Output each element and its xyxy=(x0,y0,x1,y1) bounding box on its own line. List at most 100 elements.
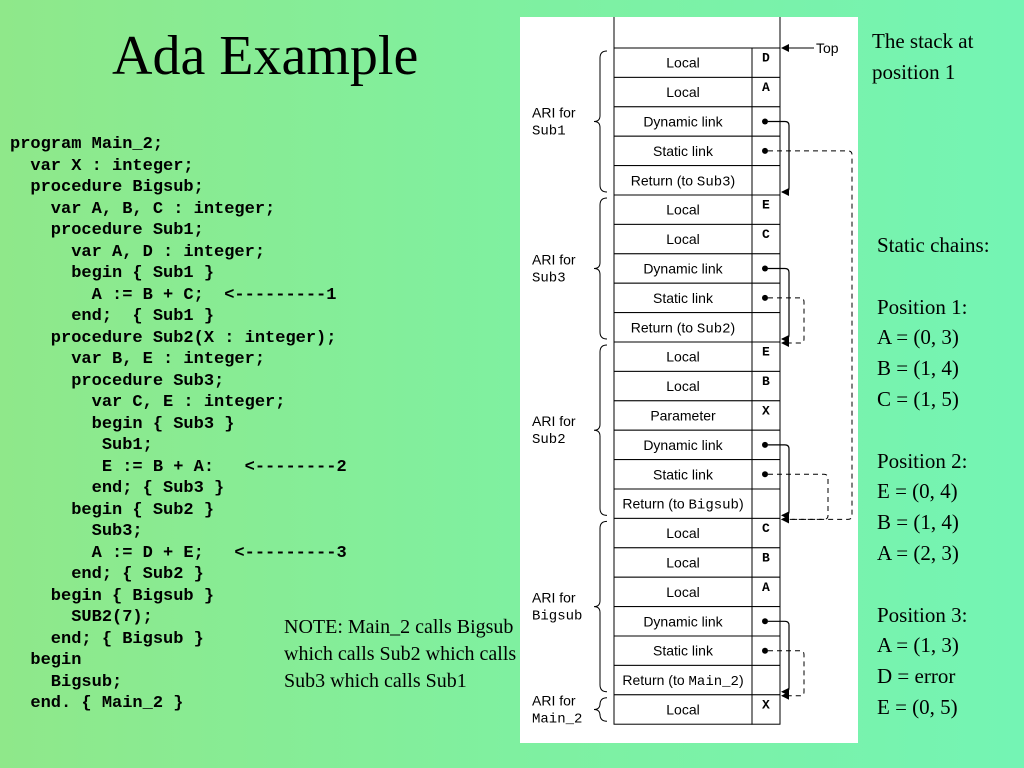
code-line: procedure Sub3; xyxy=(10,371,225,391)
dynamic-link-arrow xyxy=(768,120,790,196)
stack-cell xyxy=(613,282,753,314)
cell-label-proc: Sub2 xyxy=(697,321,731,337)
cell-label: Dynamic link xyxy=(643,437,723,453)
chain-spacer xyxy=(877,569,1017,600)
code-line: begin { Sub3 } xyxy=(10,414,235,434)
cell-var-name: B xyxy=(762,374,770,389)
cell-label-proc: Bigsub xyxy=(689,498,739,514)
ari-proc-name: Main_2 xyxy=(532,712,582,728)
stack-cell xyxy=(613,165,753,196)
ari-brace xyxy=(593,697,608,722)
code-line: Sub3; xyxy=(10,522,143,541)
cell-label-end: ) xyxy=(731,172,736,188)
cell-label: Return (to Sub3) xyxy=(631,172,735,190)
stack-cell-name-slot xyxy=(751,341,781,372)
stack-cell xyxy=(613,664,753,696)
cell-label: Local xyxy=(666,349,699,365)
cell-label: Local xyxy=(666,84,699,100)
cell-label: Return (to Bigsub) xyxy=(622,496,743,514)
slide-title: Ada Example xyxy=(112,25,419,87)
code-line: end; { Sub3 } xyxy=(10,479,225,498)
cell-label: Local xyxy=(666,231,699,247)
ari-brace xyxy=(593,344,608,516)
ari-label: ARI for xyxy=(532,105,576,121)
code-line: var A, D : integer; xyxy=(10,242,266,262)
dynamic-link-arrow xyxy=(768,620,790,696)
code-line: var A, B, C : integer; xyxy=(10,199,276,219)
cell-label: Local xyxy=(666,55,699,71)
cell-var-name: E xyxy=(762,198,770,213)
chain-line: Static chains: xyxy=(877,233,990,257)
cell-label: Dynamic link xyxy=(643,261,723,277)
code-line: procedure Sub2(X : integer); xyxy=(10,328,337,348)
code-line: A := B + C; <---------1 xyxy=(10,285,337,305)
chain-line: E = (0, 4) xyxy=(877,479,958,504)
code-line: SUB2(7); xyxy=(10,608,153,627)
ari-proc-name: Sub2 xyxy=(532,432,566,448)
ari-brace xyxy=(593,50,608,193)
static-link-dot xyxy=(762,147,768,154)
cell-label: Local xyxy=(666,702,699,718)
ari-proc-name: Sub3 xyxy=(532,271,566,287)
static-chains-list: Static chains:Position 1:A = (0, 3)B = (… xyxy=(877,230,1017,723)
stack-cell xyxy=(613,341,753,372)
stack-cell xyxy=(613,47,753,78)
ari-label: ARI for xyxy=(532,693,576,709)
stack-cell-name-slot xyxy=(751,400,781,431)
ari-proc-name: Bigsub xyxy=(532,609,582,625)
stack-cell-name-slot xyxy=(751,547,781,578)
ari-label: ARI for xyxy=(532,590,576,606)
cell-var-name: X xyxy=(762,698,770,713)
dynamic-link-dot xyxy=(762,265,768,272)
stack-cell-name-slot xyxy=(751,576,781,608)
stack-caption: The stack at position 1 xyxy=(872,29,974,84)
cell-label: Static link xyxy=(653,466,714,482)
cell-var-name: A xyxy=(762,80,770,95)
code-line: begin { Bigsub } xyxy=(10,586,215,606)
code-line: end. { Main_2 } xyxy=(10,694,184,713)
chain-line: A = (1, 3) xyxy=(877,633,959,658)
static-link-arrow xyxy=(768,650,805,700)
code-line: program Main_2; xyxy=(10,135,164,154)
ari-label: ARI for xyxy=(532,413,576,429)
stack-cell-name-slot xyxy=(751,165,781,196)
chain-line: Position 2: xyxy=(877,448,968,473)
dynamic-link-dot xyxy=(762,618,768,625)
static-link-arrow xyxy=(768,150,853,524)
cell-label-end: ) xyxy=(739,672,744,688)
cell-label: Return (to Sub2) xyxy=(631,319,735,337)
cell-label-end: ) xyxy=(739,496,744,512)
chain-line: E = (0, 5) xyxy=(877,694,958,719)
cell-label-text: Return (to xyxy=(631,172,697,188)
stack-cell-name-slot xyxy=(751,47,781,78)
ari-label: ARI for xyxy=(532,252,576,268)
code-line: end; { Sub2 } xyxy=(10,565,204,584)
cell-label: Local xyxy=(666,525,699,541)
cell-label: Parameter xyxy=(650,408,716,424)
chain-line: A = (0, 3) xyxy=(877,325,959,350)
stack-cell-name-slot xyxy=(751,488,781,519)
cell-label: Static link xyxy=(653,290,714,306)
stack-cell-name-slot xyxy=(751,517,781,549)
dynamic-link-dot xyxy=(762,118,768,125)
cell-label-proc: Main_2 xyxy=(689,674,739,690)
code-line: procedure Bigsub; xyxy=(10,178,204,197)
code-line: end; { Sub1 } xyxy=(10,307,215,326)
code-line: Bigsub; xyxy=(10,672,123,692)
code-line: E := B + A: <--------2 xyxy=(10,457,347,477)
code-line: begin xyxy=(10,651,82,670)
stack-cell xyxy=(613,488,753,519)
stack-cell xyxy=(613,194,753,225)
cell-label: Local xyxy=(666,202,699,218)
stack-cell-name-slot xyxy=(751,370,781,402)
stack-cell xyxy=(613,400,753,431)
cell-var-name: D xyxy=(762,51,770,66)
dynamic-link-arrow xyxy=(768,444,790,520)
cell-label: Local xyxy=(666,378,699,394)
code-line: var B, E : integer; xyxy=(10,350,266,369)
stack-cell xyxy=(613,76,753,108)
chain-spacer xyxy=(877,261,1017,292)
cell-var-name: B xyxy=(762,551,770,566)
cell-label-end: ) xyxy=(731,319,736,335)
